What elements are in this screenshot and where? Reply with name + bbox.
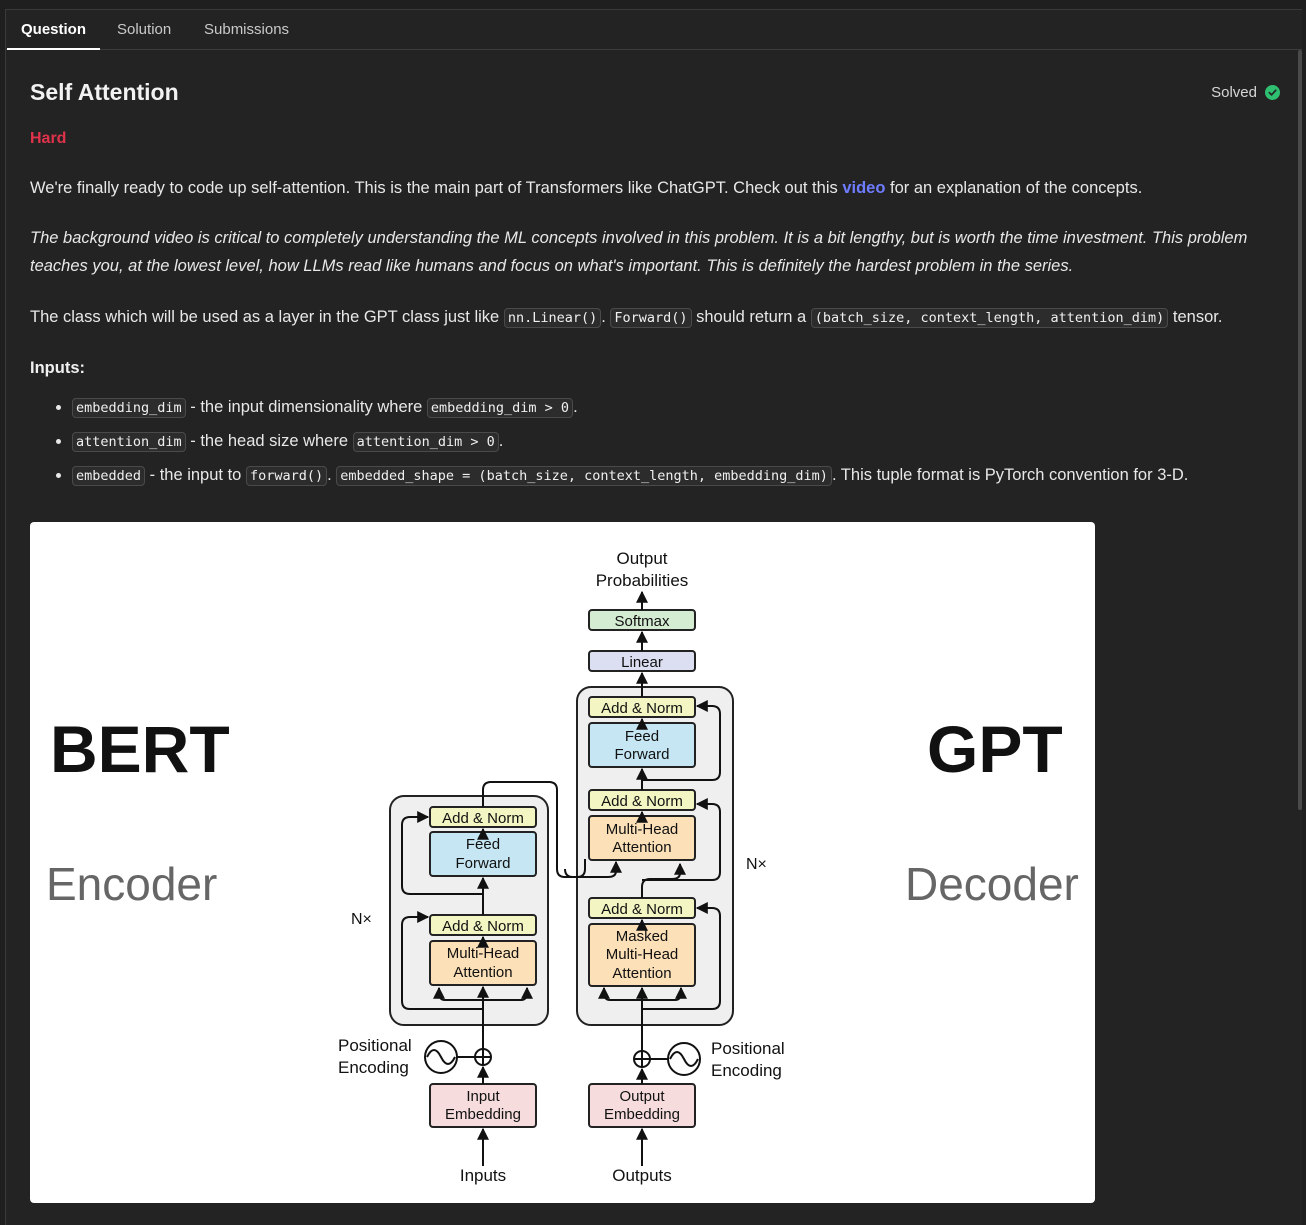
encoder-positional-encoding-line1: Positional — [338, 1036, 412, 1055]
class-description: The class which will be used as a layer … — [30, 303, 1285, 332]
add-norm-text: Add & Norm — [442, 810, 524, 827]
encoder-add-icon — [474, 1048, 492, 1066]
decoder-connectors — [564, 590, 721, 1166]
input-embedding-line2: Embedding — [445, 1106, 521, 1123]
masked-mha-line2: Multi-Head — [606, 946, 679, 963]
gpt-label: GPT — [927, 712, 1063, 786]
class-desc-text: tensor. — [1168, 308, 1223, 326]
encoder-connectors — [401, 781, 586, 1166]
class-desc-text: The class which will be used as a layer … — [30, 308, 504, 326]
intro-paragraph: We're finally ready to code up self-atte… — [30, 174, 1285, 202]
code-constraint: attention_dim > 0 — [352, 432, 499, 452]
inputs-label: Inputs — [460, 1166, 506, 1185]
input-desc: - the input dimensionality where — [185, 398, 427, 416]
decoder-sine-icon — [667, 1042, 701, 1076]
linear-text: Linear — [621, 654, 663, 671]
tab-question[interactable]: Question — [6, 10, 101, 50]
list-item: embedded - the input to forward(). embed… — [72, 458, 1306, 492]
encoder-nx-label: N× — [351, 911, 372, 928]
softmax-text: Softmax — [614, 613, 670, 630]
input-desc-tail: . — [498, 432, 504, 450]
code-constraint: embedding_dim > 0 — [426, 398, 574, 418]
code-embedded-shape: embedded_shape = (batch_size, context_le… — [336, 466, 832, 486]
code-nn-linear: nn.Linear() — [503, 308, 602, 328]
list-item: embedding_dim - the input dimensionality… — [72, 390, 1306, 424]
add-norm-text: Add & Norm — [601, 793, 683, 810]
input-desc: - the input to — [145, 466, 246, 484]
encoder-sine-icon — [424, 1040, 458, 1074]
add-norm-text: Add & Norm — [601, 700, 683, 717]
mha-line2: Attention — [453, 964, 512, 981]
input-desc-mid: . — [327, 466, 337, 484]
tab-solution[interactable]: Solution — [117, 21, 172, 38]
code-embedding-dim: embedding_dim — [72, 398, 186, 418]
tab-submissions[interactable]: Submissions — [204, 21, 290, 38]
solved-status: Solved — [1211, 84, 1280, 101]
outputs-label: Outputs — [612, 1166, 672, 1185]
add-norm-text: Add & Norm — [442, 918, 524, 935]
note-paragraph: The background video is critical to comp… — [30, 229, 1248, 275]
decoder-label: Decoder — [905, 858, 1079, 910]
difficulty-badge: Hard — [30, 130, 67, 147]
code-forward: Forward() — [610, 308, 692, 328]
video-link[interactable]: video — [842, 179, 886, 197]
input-embedding-line1: Input — [466, 1088, 500, 1105]
input-desc: - the head size where — [185, 432, 353, 450]
feed-forward-line1: Feed — [466, 836, 500, 853]
output-embedding-line1: Output — [619, 1088, 665, 1105]
masked-mha-line1: Masked — [616, 928, 669, 945]
decoder-nx-label: N× — [746, 856, 767, 873]
input-desc-tail: . This tuple format is PyTorch conventio… — [831, 466, 1189, 484]
decoder-add-icon — [633, 1050, 651, 1068]
feed-forward-line1: Feed — [625, 728, 659, 745]
feed-forward-line2: Forward — [455, 855, 510, 872]
scrollbar[interactable] — [1298, 50, 1302, 810]
problem-title: Self Attention — [30, 79, 179, 105]
class-desc-text: . — [601, 308, 611, 326]
code-forward-call: forward() — [245, 466, 328, 486]
encoder-block — [389, 795, 549, 1026]
problem-panel: Question Solution Submissions Self Atten… — [5, 9, 1302, 1225]
bert-label: BERT — [50, 712, 230, 786]
check-circle-icon — [1265, 85, 1280, 100]
mha-line1: Multi-Head — [447, 945, 520, 962]
feed-forward-line2: Forward — [614, 746, 669, 763]
code-output-shape: (batch_size, context_length, attention_d… — [810, 308, 1169, 328]
encoder-positional-encoding-line2: Encoding — [338, 1058, 409, 1077]
mha-line1: Multi-Head — [606, 821, 679, 838]
decoder-positional-encoding-line2: Encoding — [711, 1061, 782, 1080]
masked-mha-line3: Attention — [612, 965, 671, 982]
add-norm-text: Add & Norm — [601, 901, 683, 918]
tab-bar: Question Solution Submissions — [6, 10, 1302, 50]
mha-line2: Attention — [612, 839, 671, 856]
code-embedded: embedded — [72, 466, 146, 486]
encoder-label: Encoder — [46, 858, 217, 910]
code-attention-dim: attention_dim — [72, 432, 186, 452]
output-probabilities-line2: Probabilities — [596, 571, 689, 590]
list-item: attention_dim - the head size where atte… — [72, 424, 1306, 458]
input-desc-tail: . — [573, 398, 578, 416]
intro-text: We're finally ready to code up self-atte… — [30, 179, 843, 197]
output-embedding-line2: Embedding — [604, 1106, 680, 1123]
intro-text-end: for an explanation of the concepts. — [885, 179, 1143, 197]
transformer-diagram: BERT Encoder GPT Decoder Output Probabil… — [30, 522, 1095, 1203]
class-desc-text: should return a — [691, 308, 811, 326]
decoder-positional-encoding-line1: Positional — [711, 1039, 785, 1058]
inputs-list: embedding_dim - the input dimensionality… — [30, 390, 1306, 492]
inputs-heading: Inputs: — [30, 359, 85, 377]
status-label: Solved — [1211, 84, 1257, 101]
output-probabilities-line1: Output — [616, 549, 667, 568]
